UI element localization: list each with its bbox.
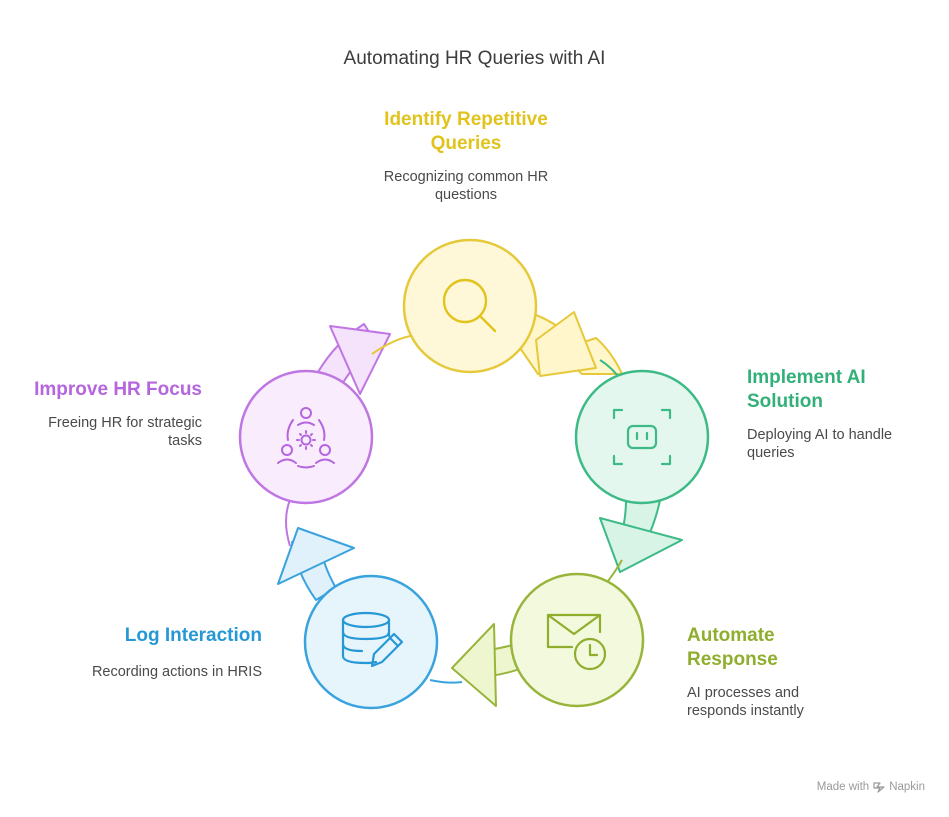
step-implement-title: Implement AI Solution [747,366,937,414]
step-implement-description: Deploying AI to handle queries [747,426,937,462]
step-identify-title-line-1: Identify Repetitive [384,109,548,130]
step-implement-title-line-2: Solution [747,391,823,412]
step-automate-description: AI processes and responds instantly [687,684,907,720]
step-improve-title: Improve HR Focus [20,378,202,402]
step-log-title-line-1: Log Interaction [124,625,262,646]
diagram-title: Automating HR Queries with AI [343,48,606,69]
team-gear-icon [277,407,335,469]
step-improve-node [238,369,374,505]
database-edit-icon [341,611,404,668]
step-automate-desc-line-2: responds instantly [687,703,804,719]
step-automate-node [509,572,645,708]
arrow-identify-to-implement [519,311,623,377]
step-implement-desc-line-1: Deploying AI to handle [747,427,893,443]
arrow-implement-to-automate [599,499,683,573]
arrow-log-to-improve [277,527,355,601]
step-implement-desc-line-2: queries [747,445,795,461]
arrow-automate-to-log [451,623,523,707]
magnifier-icon [442,278,497,333]
napkin-logo-icon [873,782,885,793]
mail-clock-icon [546,613,607,671]
step-identify-title-line-2: Queries [430,133,502,154]
robot-icon [612,408,672,466]
step-log-description: Recording actions in HRIS [40,663,262,681]
step-improve-title-line-1: Improve HR Focus [34,379,202,400]
step-log-desc-line-1: Recording actions in HRIS [91,664,262,680]
step-identify-title: Identify Repetitive Queries [330,108,602,156]
step-identify-node [402,238,538,374]
step-automate-title: Automate Response [687,624,907,672]
step-improve-desc-line-2: tasks [168,433,202,449]
step-implement-title-line-1: Implement AI [747,367,866,388]
step-identify-desc-line-2: questions [434,187,498,203]
step-automate-desc-line-1: AI processes and [687,685,800,701]
step-improve-desc-line-1: Freeing HR for strategic [48,415,202,431]
step-automate-title-line-2: Response [687,649,778,670]
step-automate-title-line-1: Automate [687,625,775,646]
step-log-node [303,574,439,710]
made-with-napkin-credit[interactable]: Made with Napkin [817,781,925,793]
step-identify-description: Recognizing common HR questions [330,168,602,204]
step-log-title: Log Interaction [40,624,262,648]
made-with-label: Made with [816,781,870,793]
napkin-brand-label: Napkin [889,781,925,793]
step-implement-node [574,369,710,505]
arrow-improve-to-identify [317,323,391,395]
step-improve-description: Freeing HR for strategic tasks [20,414,202,450]
step-identify-desc-line-1: Recognizing common HR [383,169,549,185]
